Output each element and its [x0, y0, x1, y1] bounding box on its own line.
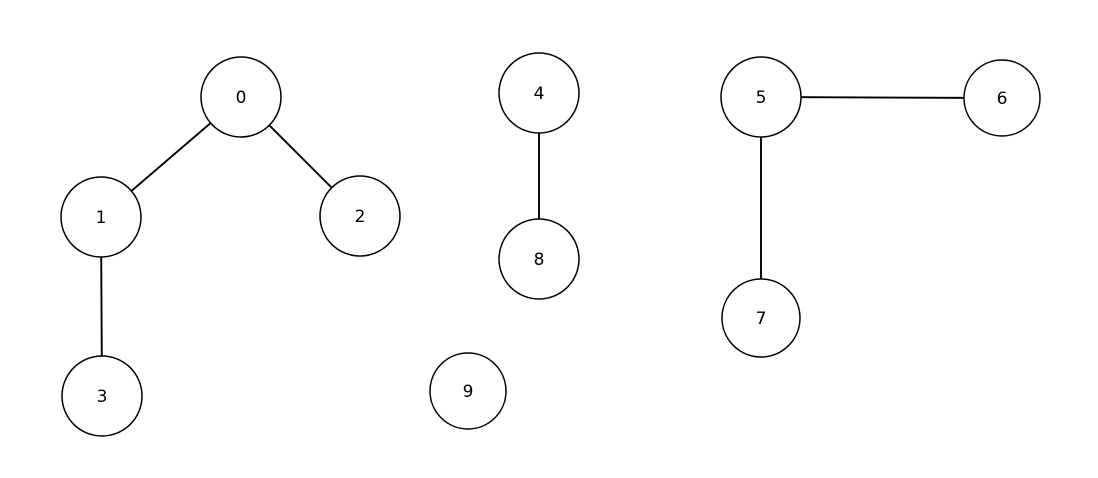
graph-node-circle-2[interactable]	[319, 175, 401, 257]
graph-node-circle-1[interactable]	[60, 176, 142, 258]
graph-node-4[interactable]: 4	[498, 52, 580, 134]
graph-node-2[interactable]: 2	[319, 175, 401, 257]
graph-node-circle-8[interactable]	[498, 218, 580, 300]
graph-node-3[interactable]: 3	[61, 355, 143, 437]
graph-node-0[interactable]: 0	[200, 56, 282, 138]
graph-node-circle-6[interactable]	[963, 59, 1041, 137]
graph-node-circle-3[interactable]	[61, 355, 143, 437]
graph-node-6[interactable]: 6	[963, 59, 1041, 137]
graph-node-9[interactable]: 9	[429, 352, 507, 430]
graph-node-5[interactable]: 5	[720, 56, 802, 138]
graph-node-circle-7[interactable]	[721, 278, 801, 358]
node-layer: 01 2 3 4 5 6 7 8 9	[60, 52, 1041, 437]
graph-node-8[interactable]: 8	[498, 218, 580, 300]
graph-node-1[interactable]: 1	[60, 176, 142, 258]
graph-node-circle-4[interactable]	[498, 52, 580, 134]
graph-node-7[interactable]: 7	[721, 278, 801, 358]
graph-node-circle-5[interactable]	[720, 56, 802, 138]
graph-node-circle-0[interactable]	[200, 56, 282, 138]
graph-node-circle-9[interactable]	[429, 352, 507, 430]
